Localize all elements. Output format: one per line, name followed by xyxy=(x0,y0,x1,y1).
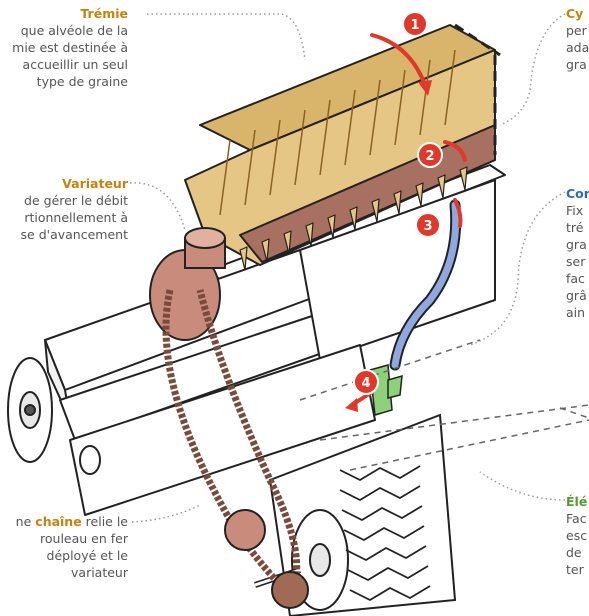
annotation-conduit-line: Fix xyxy=(566,203,584,218)
annotation-variateur-line: de gérer le débit xyxy=(24,193,128,208)
annotation-variateur: Variateur de gérer le débit rtionnelleme… xyxy=(21,175,128,243)
annotation-conduit-line: gra xyxy=(566,237,587,252)
annotation-chaine-prefix: ne xyxy=(15,514,32,529)
annotation-element-line: ter xyxy=(566,562,584,577)
arrow-step-2 xyxy=(443,140,467,162)
leader-conduit xyxy=(469,191,566,346)
annotation-conduit: Con Fix tré gra ser fac grâ ain xyxy=(566,185,589,321)
annotation-conduit-line: fac xyxy=(566,271,585,286)
annotation-variateur-line: rtionnellement à xyxy=(24,210,128,225)
svg-text:3: 3 xyxy=(423,219,432,234)
arrow-step-3 xyxy=(453,198,463,228)
svg-text:2: 2 xyxy=(425,149,434,164)
arrow-step-1 xyxy=(370,33,427,87)
annotation-tremie: Trémie que alvéole de la mie est destiné… xyxy=(12,5,128,90)
annotation-cylindre-title: Cy xyxy=(566,6,584,21)
annotation-tremie-line: accueillir un seul xyxy=(22,57,128,72)
annotation-variateur-title: Variateur xyxy=(62,176,128,191)
annotation-element-title: Élé xyxy=(566,494,588,509)
annotation-conduit-line: ain xyxy=(566,305,586,320)
step-badges: 1 2 3 4 xyxy=(353,11,443,395)
annotation-tremie-line: type de graine xyxy=(36,74,128,89)
annotation-cylindre: Cy per ada gra xyxy=(566,5,589,73)
annotation-chaine-line: variateur xyxy=(71,565,128,580)
annotation-tremie-line: que alvéole de la xyxy=(20,23,128,38)
leader-chaine xyxy=(131,504,201,523)
annotation-chaine-line: déployé et le xyxy=(46,548,128,563)
annotation-conduit-line: grâ xyxy=(566,288,587,303)
seed-tube xyxy=(389,199,462,371)
leader-cylindre xyxy=(499,13,566,126)
annotation-conduit-line: tré xyxy=(566,220,584,235)
annotation-element-line: de xyxy=(566,545,582,560)
leader-variateur xyxy=(129,182,186,231)
leader-tremie xyxy=(147,13,306,61)
frame-right-side xyxy=(299,179,496,361)
svg-text:4: 4 xyxy=(361,376,370,391)
annotation-chaine-line: rouleau en fer xyxy=(40,531,128,546)
annotation-element: Élé Fac esc de ter xyxy=(566,493,587,578)
step-badge-3: 3 xyxy=(415,212,441,238)
left-roller xyxy=(7,357,101,475)
annotation-tremie-title: Trémie xyxy=(80,6,128,21)
step-badge-1: 1 xyxy=(402,11,428,37)
step-badge-2: 2 xyxy=(417,142,443,168)
annotation-variateur-line: se d'avancement xyxy=(20,227,128,242)
step-badge-4: 4 xyxy=(353,369,379,395)
annotation-chaine-suffix: relie le xyxy=(85,514,128,529)
annotation-element-line: Fac xyxy=(566,511,587,526)
annotation-element-line: esc xyxy=(566,528,588,543)
annotation-cylindre-line: ada xyxy=(566,40,589,55)
annotation-tremie-line: mie est destinée à xyxy=(12,40,128,55)
annotation-conduit-title: Con xyxy=(566,186,589,201)
expanded-metal-roller xyxy=(254,413,457,616)
annotation-chaine-first-line: ne chaîne relie le xyxy=(16,513,128,530)
annotation-chaine-keyword: chaîne xyxy=(35,514,82,529)
annotation-cylindre-line: per xyxy=(566,23,587,38)
chain xyxy=(162,289,309,609)
leader-lines xyxy=(129,13,566,523)
svg-text:1: 1 xyxy=(410,18,419,33)
projection-lines xyxy=(299,339,589,471)
machine-frame xyxy=(44,164,506,516)
annotation-conduit-line: ser xyxy=(566,254,586,269)
annotation-cylindre-line: gra xyxy=(566,57,587,72)
frame-axle-plate xyxy=(69,344,376,516)
annotation-chaine: ne chaîne relie le rouleau en fer déploy… xyxy=(16,513,128,581)
leader-element xyxy=(479,471,566,501)
